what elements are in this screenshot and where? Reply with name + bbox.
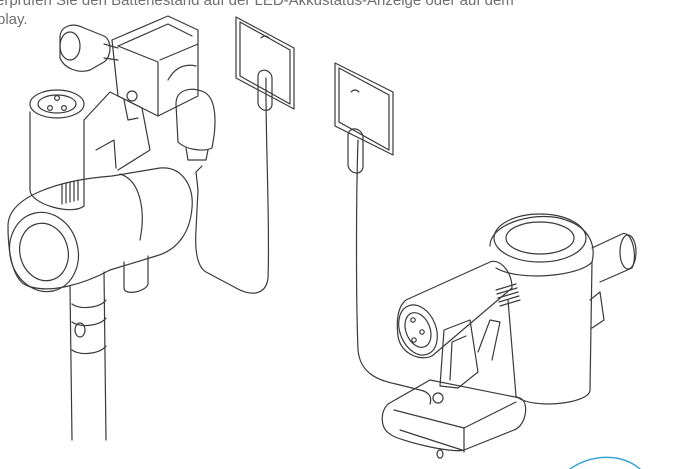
charging-cable-1 [196, 92, 269, 293]
accent-arc [570, 457, 640, 469]
vacuum-on-stand [382, 214, 636, 458]
wall-socket-1 [236, 17, 294, 111]
wall-mounted-vacuum [1, 16, 215, 440]
charging-cable-2 [357, 140, 431, 404]
cable-connector-1 [196, 166, 202, 190]
wall-socket-2 [335, 63, 393, 174]
